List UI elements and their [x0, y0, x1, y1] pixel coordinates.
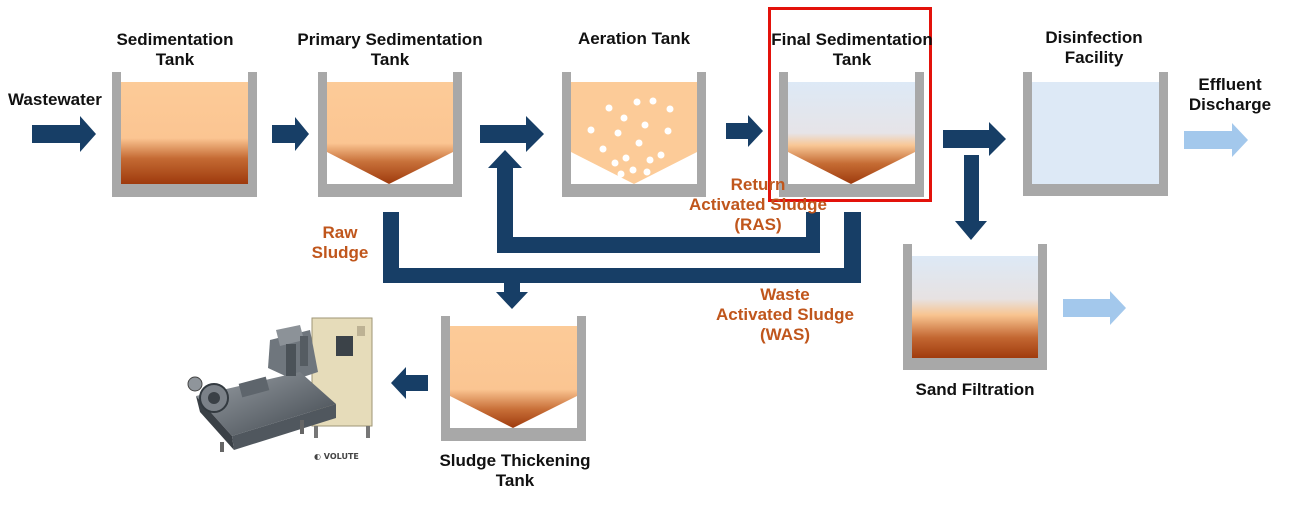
disinfection-facility-tank [1023, 72, 1168, 196]
inflow-arrow-icon [32, 116, 96, 152]
label-final-sedimentation-tank: Final Sedimentation Tank [771, 30, 933, 69]
label-primary-sedimentation-tank: Primary Sedimentation Tank [297, 30, 483, 69]
down-arrow-icon [955, 155, 987, 240]
label-raw-sludge: Raw Sludge [311, 223, 369, 262]
volute-logo-icon: ◐ [314, 452, 321, 461]
return-sludge-line [488, 150, 820, 253]
sedimentation-tank [112, 72, 257, 197]
label-sedimentation-tank: Sedimentation Tank [116, 30, 234, 69]
label-waste-activated-sludge: Waste Activated Sludge (WAS) [716, 285, 854, 344]
air-bubbles [587, 97, 674, 178]
dewatering-press-image [187, 317, 373, 452]
to-dewatering-arrow-icon [391, 367, 428, 399]
effluent-arrow-icon [1184, 123, 1248, 157]
sludge-thickening-tank [441, 316, 586, 441]
final-sedimentation-tank [779, 72, 924, 197]
flow-arrow-icon [943, 122, 1006, 156]
label-sludge-thickening-tank: Sludge Thickening Tank [439, 451, 591, 490]
label-wastewater: Wastewater [8, 90, 102, 109]
flow-arrow-icon [726, 115, 763, 147]
label-aeration-tank: Aeration Tank [577, 29, 691, 48]
flow-arrow-icon [272, 117, 309, 151]
label-disinfection-facility: Disinfection Facility [1045, 28, 1143, 67]
brand-logo: ◐ VOLUTE [314, 452, 359, 461]
flow-arrow-icon [480, 116, 544, 152]
filtrate-arrow-icon [1063, 291, 1126, 325]
label-return-activated-sludge: Return Activated Sludge (RAS) [689, 175, 827, 234]
aeration-tank [562, 72, 706, 197]
highlight-box [768, 7, 932, 202]
label-effluent-discharge: Effluent Discharge [1188, 75, 1272, 114]
sand-filtration-tank [903, 244, 1047, 370]
primary-sedimentation-tank [318, 72, 462, 197]
label-sand-filtration: Sand Filtration [915, 380, 1035, 399]
